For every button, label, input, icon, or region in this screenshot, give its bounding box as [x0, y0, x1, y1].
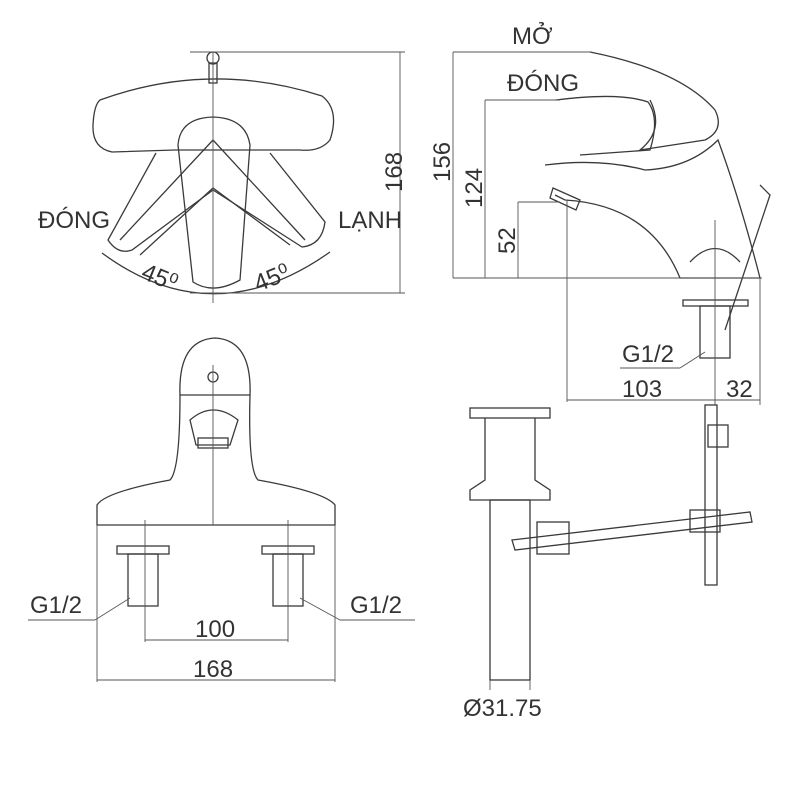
- drain-lift-clamp: [707, 424, 729, 448]
- top-handle-right-position: [212, 152, 326, 248]
- drain-diameter-label: Ø31.75: [463, 695, 542, 722]
- front-dim-168-label: 168: [193, 656, 233, 683]
- side-spout-nozzle: [549, 187, 581, 211]
- top-angle-left: 45⁰: [138, 259, 182, 298]
- drain-upper-body: [469, 418, 551, 501]
- top-angle-right: 45⁰: [250, 259, 294, 298]
- drain-pivot-rod: [511, 511, 753, 551]
- front-view: G1/2 G1/2 100 168: [28, 337, 415, 683]
- front-right-leader-diag: [299, 597, 341, 621]
- side-dim-52-label: 52: [494, 227, 521, 254]
- top-view: 168 ĐÓNG LẠNH 45⁰ 45⁰: [38, 51, 408, 303]
- side-thread-leader-diag: [679, 351, 706, 369]
- side-close-label: ĐÓNG: [507, 70, 579, 97]
- front-thread-right: G1/2: [350, 592, 402, 619]
- top-lever-chevron-inner: [139, 187, 291, 256]
- side-view: MỞ ĐÓNG 156 124 52 G1/2 103 32: [429, 21, 771, 405]
- front-left-washer: [116, 545, 170, 555]
- side-dim-32-label: 32: [726, 376, 753, 403]
- side-body: [544, 138, 761, 279]
- side-dim-156-label: 156: [429, 142, 456, 182]
- top-right-label: LẠNH: [338, 207, 402, 234]
- drain-nut: [536, 521, 570, 555]
- front-left-leader-diag: [94, 597, 131, 621]
- side-dim-103-label: 103: [622, 376, 662, 403]
- side-open-label: MỞ: [512, 21, 553, 50]
- front-spout: [189, 409, 239, 446]
- side-thread-label: G1/2: [622, 341, 674, 368]
- top-height-dim: 168: [381, 152, 408, 192]
- side-dim-124-label: 124: [461, 168, 488, 208]
- front-left-shank: [127, 553, 159, 607]
- drain-pipe: [489, 499, 531, 681]
- side-lift-rod: [724, 184, 771, 331]
- front-handle-dome: [179, 337, 251, 396]
- side-mount-washer: [682, 299, 749, 307]
- drain-lift-rod: [704, 404, 718, 586]
- front-dim-100-label: 100: [195, 616, 235, 643]
- top-handle-left-position: [107, 152, 214, 252]
- front-body: [96, 394, 336, 526]
- front-thread-left: G1/2: [30, 592, 82, 619]
- top-spout: [177, 116, 251, 289]
- side-handle-closed: [555, 95, 656, 156]
- top-angle-arc: [101, 251, 331, 295]
- top-handle-body: [92, 78, 335, 153]
- top-left-label: ĐÓNG: [38, 207, 110, 234]
- drain-view: Ø31.75: [463, 404, 753, 722]
- drain-cap: [469, 407, 551, 419]
